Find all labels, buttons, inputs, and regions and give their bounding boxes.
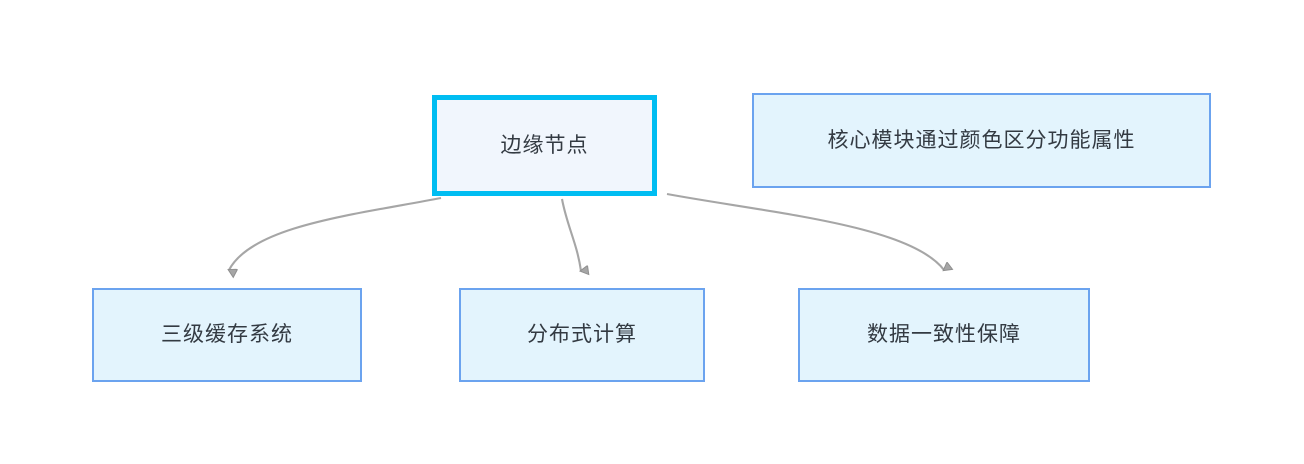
edge-edge-node-to-consistency xyxy=(666,192,944,270)
node-edge-node-label: 边缘节点 xyxy=(500,133,589,157)
node-consistency[interactable]: 数据一致性保障 xyxy=(798,288,1090,382)
edge-edge-node-to-compute xyxy=(560,198,581,271)
node-legend-label: 核心模块通过颜色区分功能属性 xyxy=(827,128,1136,152)
node-compute-label: 分布式计算 xyxy=(527,323,637,347)
node-cache-label: 三级缓存系统 xyxy=(161,323,293,347)
node-compute[interactable]: 分布式计算 xyxy=(459,288,705,382)
node-consistency-label: 数据一致性保障 xyxy=(867,323,1021,347)
node-cache[interactable]: 三级缓存系统 xyxy=(92,288,362,382)
edge-edge-node-to-cache xyxy=(229,196,442,270)
node-edge-node[interactable]: 边缘节点 xyxy=(432,95,657,196)
node-legend-annotation[interactable]: 核心模块通过颜色区分功能属性 xyxy=(752,93,1211,188)
